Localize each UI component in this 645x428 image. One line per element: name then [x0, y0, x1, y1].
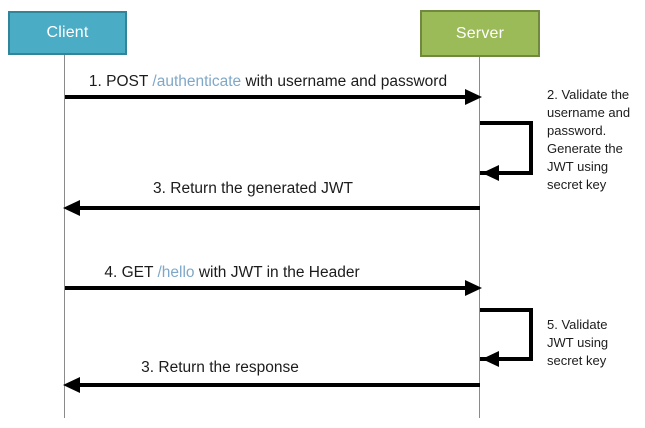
message-4-label: 4. GET /hello with JWT in the Header — [104, 264, 359, 282]
message-1-prefix: 1. POST — [88, 73, 153, 90]
message-3-arrowhead-left-icon — [63, 200, 80, 216]
message-6-arrow — [79, 383, 480, 387]
note-validate-credentials: 2. Validate the username and password. G… — [547, 87, 631, 192]
actor-server-box: Server — [420, 10, 540, 57]
note-validate-jwt: 5. Validate JWT using secret key — [547, 317, 609, 368]
self-message-2-arrowhead-left-icon — [482, 165, 499, 181]
actor-client-box: Client — [8, 11, 127, 55]
self-message-5-arrowhead-left-icon — [482, 351, 499, 367]
message-3-label: 3. Return the generated JWT — [153, 180, 353, 197]
message-6-arrowhead-left-icon — [63, 377, 80, 393]
message-4-endpoint-link: /hello — [157, 264, 195, 281]
message-1-arrow — [65, 95, 468, 99]
message-4-arrow — [65, 286, 468, 290]
actor-client-label: Client — [46, 24, 89, 41]
message-6-label: 3. Return the response — [141, 359, 299, 376]
message-1-label: 1. POST /authenticate with username and … — [89, 73, 447, 91]
message-4-arrowhead-right-icon — [465, 280, 482, 296]
self-message-5-loop — [480, 308, 533, 361]
message-1-suffix: with username and password — [241, 73, 448, 90]
self-message-2-loop — [480, 121, 533, 175]
message-1-endpoint-link: /authenticate — [152, 73, 242, 90]
client-lifeline — [64, 55, 65, 418]
message-3-arrow — [79, 206, 480, 210]
message-4-prefix: 4. GET — [104, 264, 158, 281]
actor-server-label: Server — [455, 24, 505, 42]
message-4-suffix: with JWT in the Header — [194, 264, 360, 281]
message-1-arrowhead-right-icon — [465, 89, 482, 105]
server-lifeline — [479, 57, 480, 418]
